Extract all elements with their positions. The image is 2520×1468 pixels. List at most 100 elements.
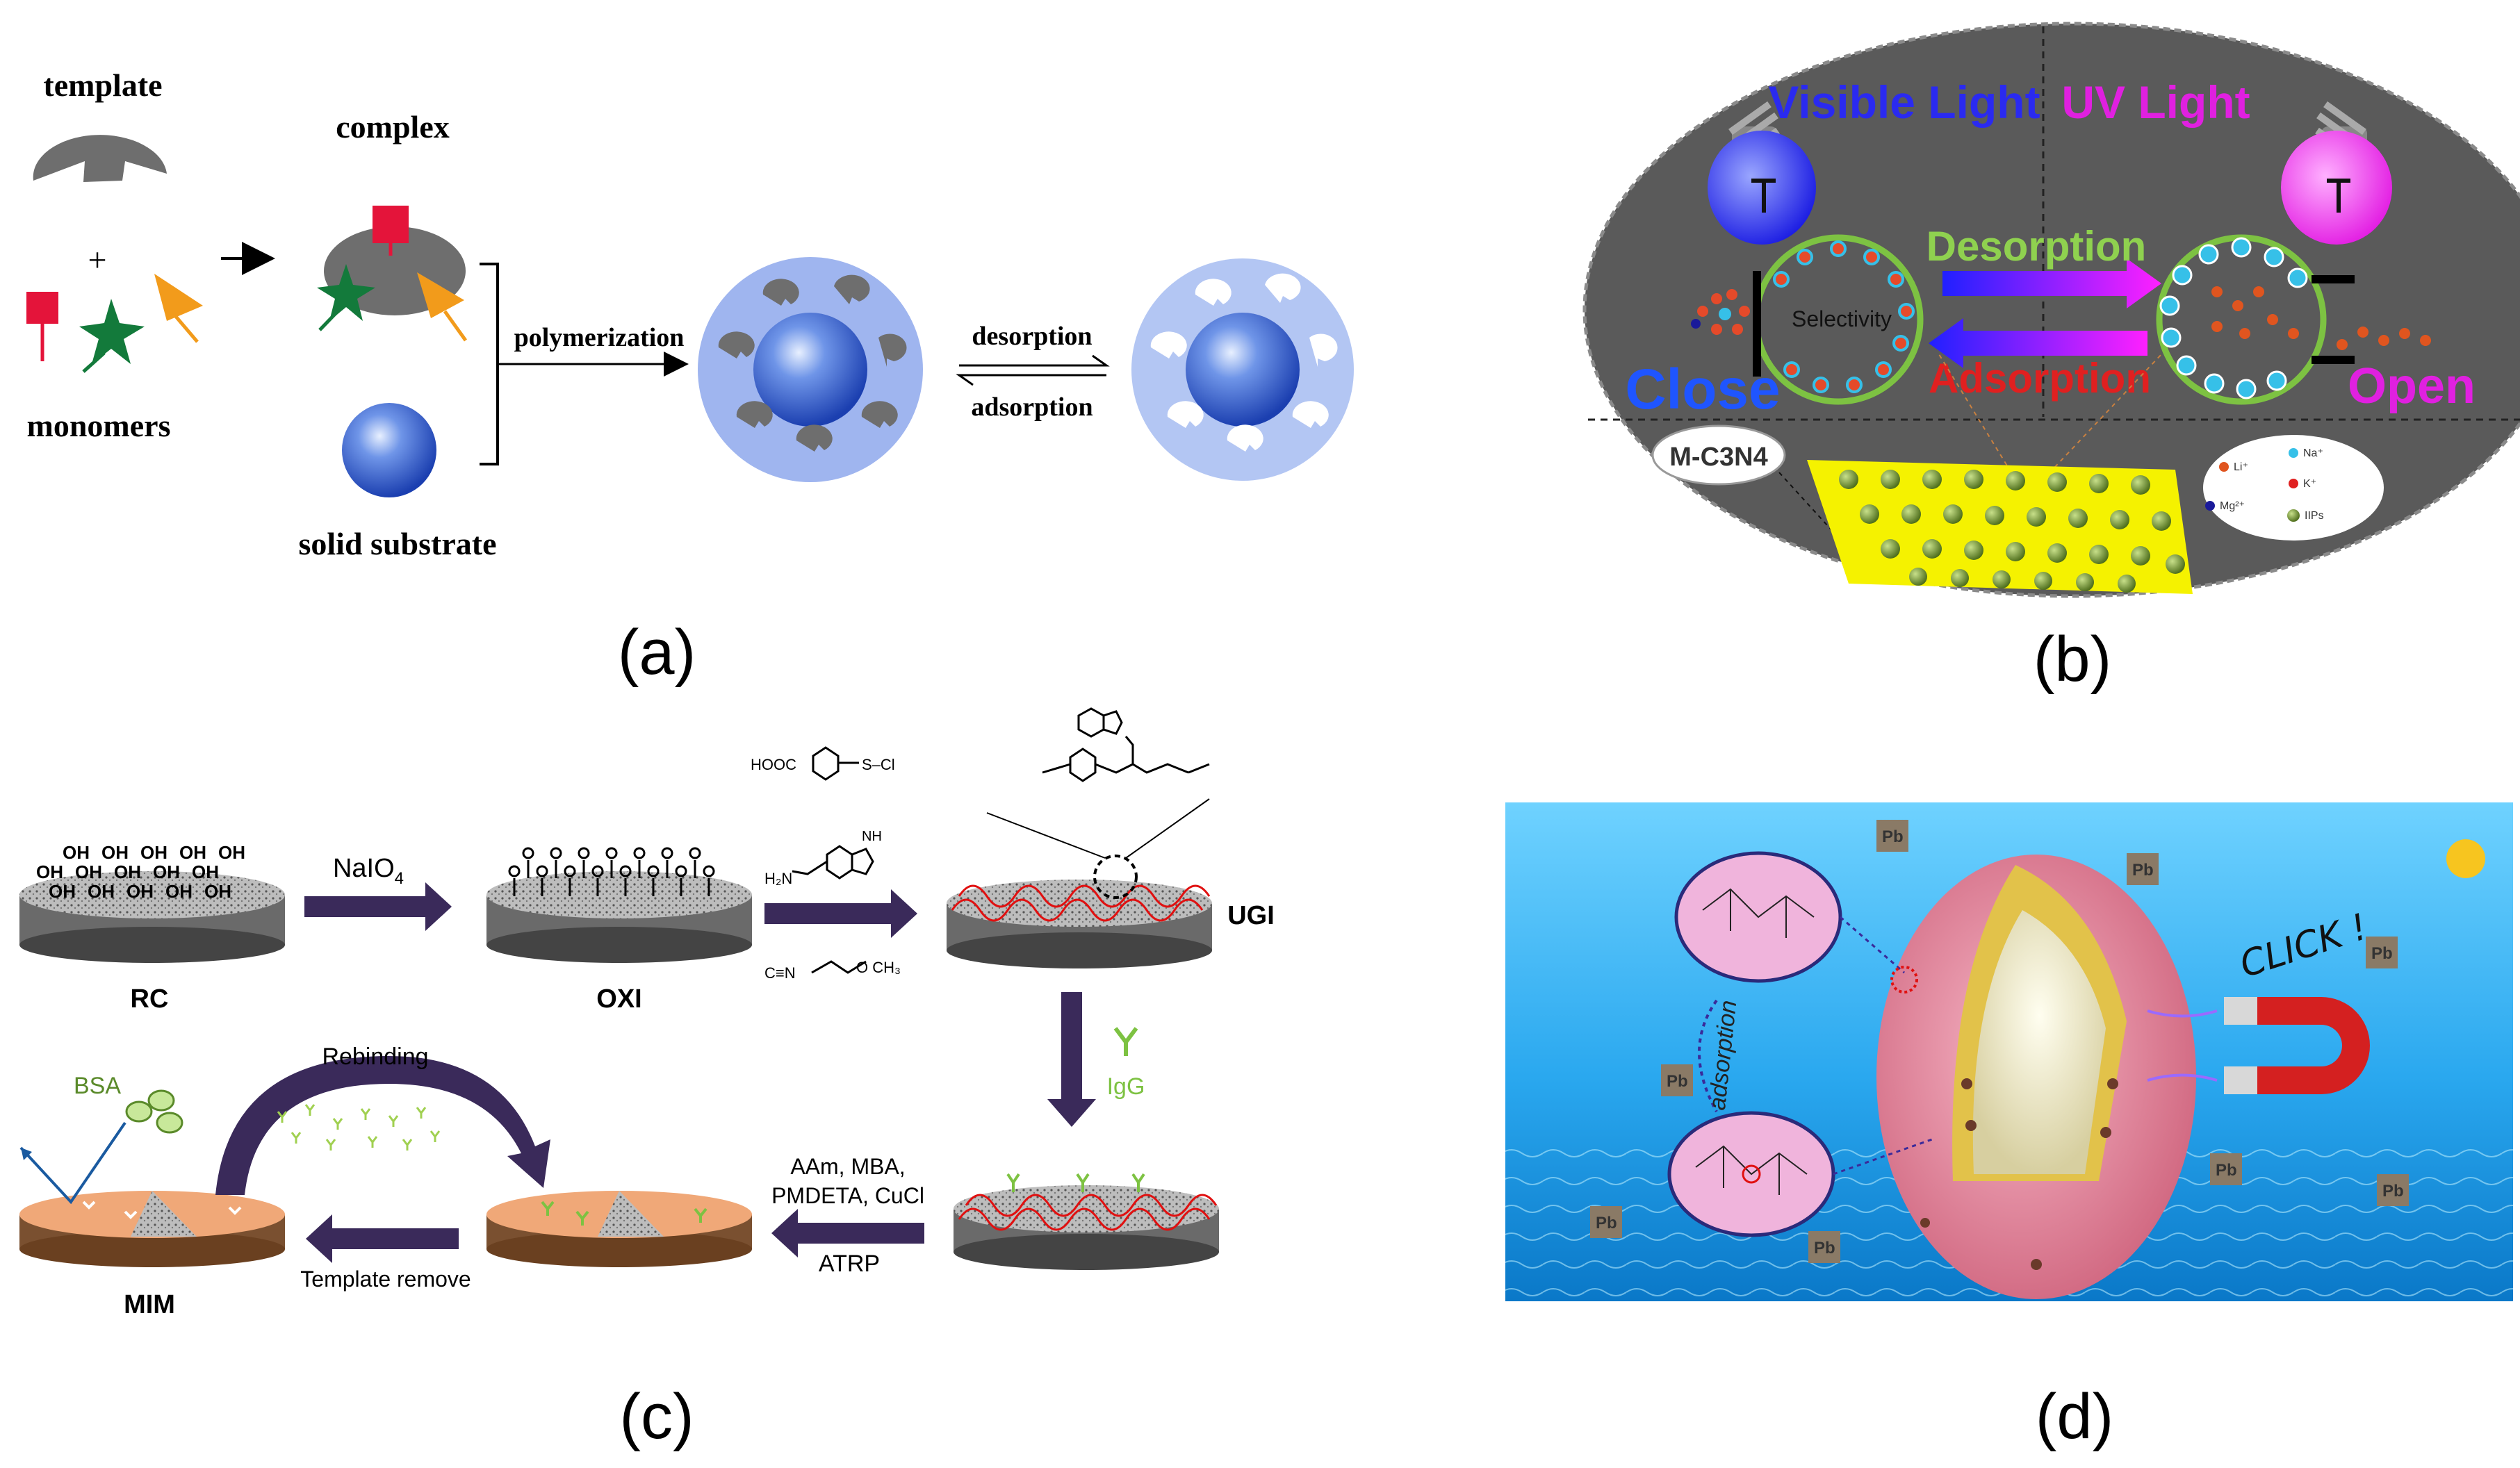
zoom-leader-lines <box>1833 916 1933 1176</box>
solid-substrate-sphere <box>342 403 436 497</box>
rc-label: RC <box>131 984 169 1014</box>
svg-text:OH: OH <box>140 842 167 863</box>
monomer-orange-triangle <box>154 274 203 343</box>
open-text: Open <box>2348 358 2476 414</box>
arrow-atrp <box>771 1209 924 1257</box>
template-label: template <box>43 67 162 103</box>
svg-text:S–Cl: S–Cl <box>862 756 895 773</box>
legend: Li⁺ Na⁺ Mg²⁺ K⁺ IIPs <box>2205 447 2324 522</box>
pb-cube: Pb <box>2377 1174 2409 1206</box>
ions-cluster <box>1691 289 1750 335</box>
egg-adsorbent <box>1876 855 2196 1299</box>
monomer-green-star <box>79 299 145 373</box>
disk-mim <box>19 1191 285 1267</box>
adsorption-label: adsorption <box>971 393 1093 422</box>
monomer-red-square <box>26 292 58 361</box>
adsorption-arrow <box>1929 318 2147 368</box>
arrow-template-remove <box>306 1214 459 1263</box>
mim-label: MIM <box>124 1290 175 1319</box>
equilibrium-arrows <box>956 354 1110 386</box>
svg-text:Li⁺: Li⁺ <box>2234 461 2248 473</box>
close-text: Close <box>1625 358 1780 421</box>
svg-text:Pb: Pb <box>1814 1239 1835 1257</box>
template-shape <box>33 135 167 182</box>
arrow-ugi <box>764 889 917 938</box>
svg-text:NH: NH <box>862 829 882 844</box>
material-label: M-C3N4 <box>1669 443 1767 472</box>
disk-rc <box>19 871 285 963</box>
svg-text:Pb: Pb <box>1882 827 1904 846</box>
igg-antibody-icon <box>1113 1027 1138 1056</box>
polymerization-label: polymerization <box>514 323 685 352</box>
zoom-bubble-bottom <box>1667 1111 1835 1237</box>
plus-sign: + <box>88 242 106 279</box>
material-bubble <box>1651 424 1786 486</box>
ugi-label: UGI <box>1227 901 1275 930</box>
svg-text:OH: OH <box>192 861 219 882</box>
mip-particle-with-cavities <box>1131 258 1354 481</box>
atrp-reagents-line1: AAm, MBA, <box>790 1154 905 1179</box>
pb-cubes: Pb Pb Pb Pb Pb Pb Pb Pb <box>1590 820 2409 1263</box>
ugi-product-structure <box>1042 707 1210 782</box>
rebinding-label: Rebinding <box>322 1044 428 1070</box>
monomers-label: monomers <box>27 408 171 443</box>
arrow-naio4 <box>304 882 452 931</box>
pb-cube: Pb <box>1808 1231 1840 1263</box>
bracket <box>480 263 499 465</box>
solid-substrate-label: solid substrate <box>299 526 497 561</box>
svg-text:OH: OH <box>63 842 90 863</box>
reagent-sulfonyl-chloride: HOOC S–Cl <box>751 746 895 781</box>
svg-text:IIPs: IIPs <box>2305 510 2324 522</box>
pb-cube: Pb <box>1590 1206 1622 1238</box>
arrow-igg <box>1047 992 1096 1127</box>
free-igg-cluster <box>277 1104 441 1151</box>
uv-light-bulb-icon <box>2281 101 2392 245</box>
panel-a: template + monomers complex solid substr… <box>26 67 1354 688</box>
naio4-label: NaIO4 <box>333 854 404 888</box>
reagent-tryptamine: NH H₂N <box>764 829 882 887</box>
disk-ugi <box>947 798 1212 968</box>
svg-text:OH: OH <box>204 881 231 902</box>
bsa-rejection-arrows <box>19 1121 126 1205</box>
pb-cube: Pb <box>2366 937 2398 968</box>
atrp-label: ATRP <box>819 1251 880 1277</box>
svg-text:OH: OH <box>165 881 193 902</box>
svg-text:Pb: Pb <box>1596 1214 1617 1232</box>
sun-icon <box>2446 839 2485 878</box>
pb-cube: Pb <box>1876 820 1908 852</box>
panel-b-label: (b) <box>2034 624 2111 695</box>
desorption-arrow <box>1942 258 2161 308</box>
svg-text:C≡N: C≡N <box>764 964 796 982</box>
magnet-icon <box>2224 997 2370 1094</box>
svg-text:Pb: Pb <box>2216 1161 2237 1180</box>
complex-red-square <box>373 206 409 243</box>
svg-text:Na⁺: Na⁺ <box>2303 447 2323 459</box>
panel-b: Visible Light UV Light Selectivity <box>1582 22 2520 695</box>
svg-text:OH: OH <box>126 881 154 902</box>
reagent-isocyanide: C≡N O CH₃ <box>764 959 901 982</box>
sheet-beads <box>1839 470 2185 593</box>
visible-light-bulb-icon <box>1708 101 1816 245</box>
adsorption-curved-arrow <box>1698 999 1718 1112</box>
template-remove-label: Template remove <box>300 1267 471 1292</box>
panel-d: Pb Pb Pb Pb Pb Pb Pb Pb CLICK ! <box>1505 802 2513 1452</box>
svg-text:OH: OH <box>114 861 141 882</box>
complex-label: complex <box>336 109 450 145</box>
adsorption-text: Adsorption <box>1929 355 2151 402</box>
svg-text:K⁺: K⁺ <box>2303 478 2316 490</box>
svg-text:H₂N: H₂N <box>764 870 792 887</box>
svg-text:Pb: Pb <box>2371 944 2393 963</box>
selectivity-label: Selectivity <box>1792 306 1892 331</box>
panel-c-label: (c) <box>619 1381 694 1452</box>
desorption-text: Desorption <box>1926 223 2147 270</box>
panel-a-label: (a) <box>618 617 696 688</box>
mip-particle-with-template <box>698 257 923 482</box>
open-pore <box>2156 234 2431 405</box>
visible-light-title: Visible Light <box>1768 76 2040 128</box>
svg-text:OH: OH <box>218 842 245 863</box>
disk-imprinted <box>954 1173 1219 1270</box>
oxi-label: OXI <box>596 984 641 1014</box>
